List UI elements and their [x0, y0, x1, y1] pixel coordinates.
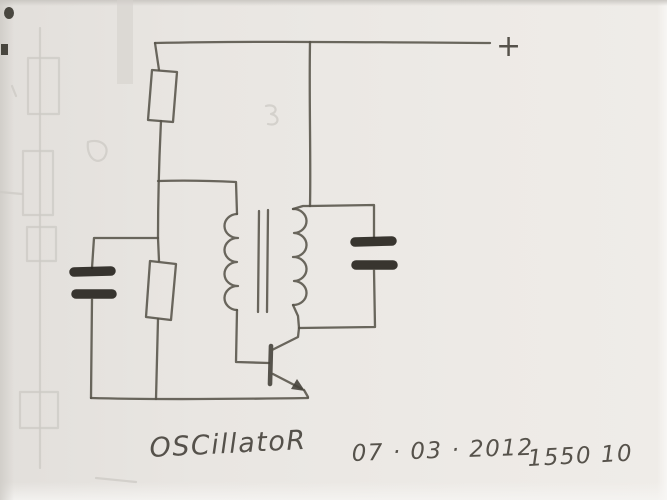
transformer-core-line: [256, 209, 261, 314]
wire-emitter-to-ground: [302, 388, 310, 399]
wire-to-right-capacitor: [308, 203, 376, 239]
transformer-left-winding: [223, 212, 240, 312]
transformer-core-line: [265, 208, 270, 314]
capacitor-left-plate-top: [69, 266, 116, 277]
npn-transistor: [267, 326, 310, 399]
edge-smudge: [1, 44, 8, 55]
resistor-bottom-body: [144, 259, 178, 322]
wire-right-capacitor-to-collector: [297, 268, 377, 330]
wire-primary-to-base: [234, 308, 271, 365]
wire-secondary-bottom: [291, 303, 301, 330]
edge-smudge: [10, 84, 18, 98]
wire-bottom-rail: [89, 396, 310, 401]
edge-smudge: [4, 7, 14, 19]
date-label: 07 · 03 · 2012: [351, 435, 534, 467]
transformer-right-winding: [291, 207, 308, 307]
wire-left-rail-bottom: [154, 317, 160, 401]
wire-center-drop: [308, 40, 312, 208]
time-label: 1550 10: [527, 440, 634, 471]
wire-secondary-top: [291, 204, 312, 211]
bleedthrough-dash: [0, 190, 24, 196]
capacitor-right-plate-top: [350, 236, 397, 247]
resistor-top-body: [146, 68, 179, 124]
wire-to-primary-top: [156, 179, 239, 216]
transistor-emitter-arrow: [291, 379, 305, 391]
wire-left-rail-top: [153, 41, 161, 72]
wire-top-rail: [153, 40, 492, 45]
bleedthrough-strip: [117, 0, 133, 84]
wire-to-left-capacitor: [90, 236, 160, 270]
bleedthrough-box: [21, 149, 55, 217]
wire-left-rail-mid: [156, 119, 163, 263]
transistor-base-bar: [267, 343, 274, 387]
circuit-diagram: [69, 40, 492, 401]
bleedthrough-marks: [0, 0, 279, 484]
bleedthrough-box: [18, 390, 60, 430]
title-label: OSCillatoR: [149, 425, 308, 464]
bleedthrough-box: [25, 225, 58, 263]
supply-plus-label: +: [496, 29, 523, 64]
bleedthrough-box: [26, 56, 61, 116]
wire-left-capacitor-to-ground: [89, 297, 94, 400]
bleedthrough-squiggle: [264, 104, 279, 126]
bleedthrough-dash: [94, 476, 138, 484]
transistor-collector-lead: [270, 326, 301, 352]
scan-blemishes: [1, 7, 18, 98]
transformer: [223, 204, 312, 365]
handwritten-labels: + OSCillatoR 07 · 03 · 2012 1550 10: [149, 29, 634, 472]
bleedthrough-blob: [86, 139, 108, 162]
